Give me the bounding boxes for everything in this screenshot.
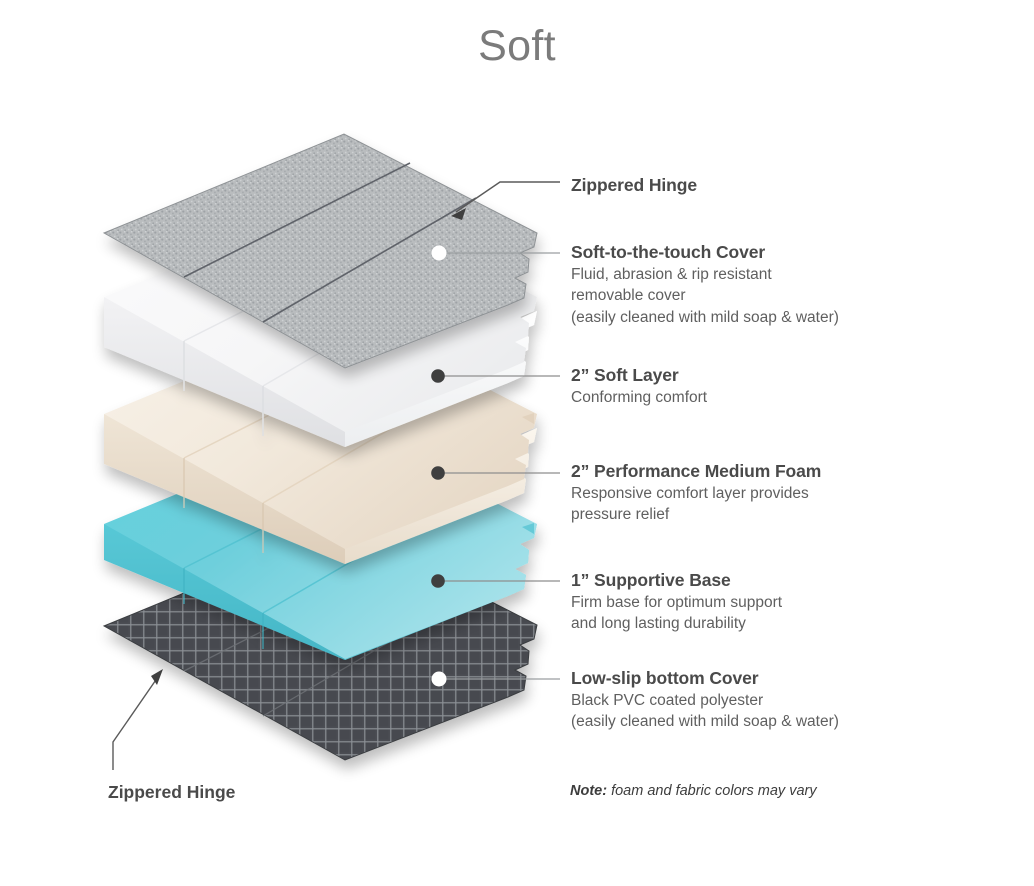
callout-line: and long lasting durability — [571, 615, 746, 633]
callout-line: Black PVC coated polyester — [571, 691, 764, 709]
footnote-text: foam and fabric colors may vary — [607, 783, 817, 799]
callout-heading: 2” Performance Medium Foam — [571, 461, 822, 481]
callout-heading: 1” Supportive Base — [571, 570, 731, 590]
callout-performance-medium-foam: 2” Performance Medium Foam Responsive co… — [571, 461, 821, 526]
callout-leaders — [112, 181, 560, 770]
callout-soft-to-the-touch-cover: Soft-to-the-touch Cover Fluid, abrasion … — [571, 242, 839, 328]
footnote: Note: foam and fabric colors may vary — [570, 783, 817, 799]
arrow-head-icon — [451, 208, 466, 220]
callout-line: Fluid, abrasion & rip resistant — [571, 265, 772, 283]
callout-dot-dark — [431, 574, 445, 588]
callout-zippered-hinge-top: Zippered Hinge — [571, 175, 697, 197]
callout-heading: Low-slip bottom Cover — [571, 668, 759, 688]
callout-dot-dark — [431, 369, 445, 383]
callout-supportive-base: 1” Supportive Base Firm base for optimum… — [571, 570, 782, 635]
callout-heading: Soft-to-the-touch Cover — [571, 242, 766, 262]
arrow-head-icon — [151, 669, 163, 685]
layer-top-cover — [102, 133, 538, 369]
callout-dot-white — [431, 671, 447, 687]
callout-soft-layer: 2” Soft Layer Conforming comfort — [571, 365, 707, 408]
callout-heading: 2” Soft Layer — [571, 365, 679, 385]
callout-low-slip-bottom-cover: Low-slip bottom Cover Black PVC coated p… — [571, 668, 839, 733]
callout-line: Conforming comfort — [571, 388, 708, 406]
callout-dot-dark — [431, 466, 445, 480]
footnote-label: Note: — [570, 783, 608, 799]
callout-line: removable cover — [571, 287, 686, 305]
callout-line: (easily cleaned with mild soap & water) — [571, 308, 839, 326]
callout-dot-white — [431, 245, 447, 261]
callout-line: pressure relief — [571, 506, 670, 524]
callout-line: Firm base for optimum support — [571, 593, 783, 611]
callout-zippered-hinge-bottom: Zippered Hinge — [108, 782, 236, 802]
callout-line: Responsive comfort layer provides — [571, 484, 809, 502]
page-title: Soft — [478, 22, 556, 70]
callout-line: (easily cleaned with mild soap & water) — [571, 713, 839, 731]
callout-heading: Zippered Hinge — [571, 175, 697, 195]
